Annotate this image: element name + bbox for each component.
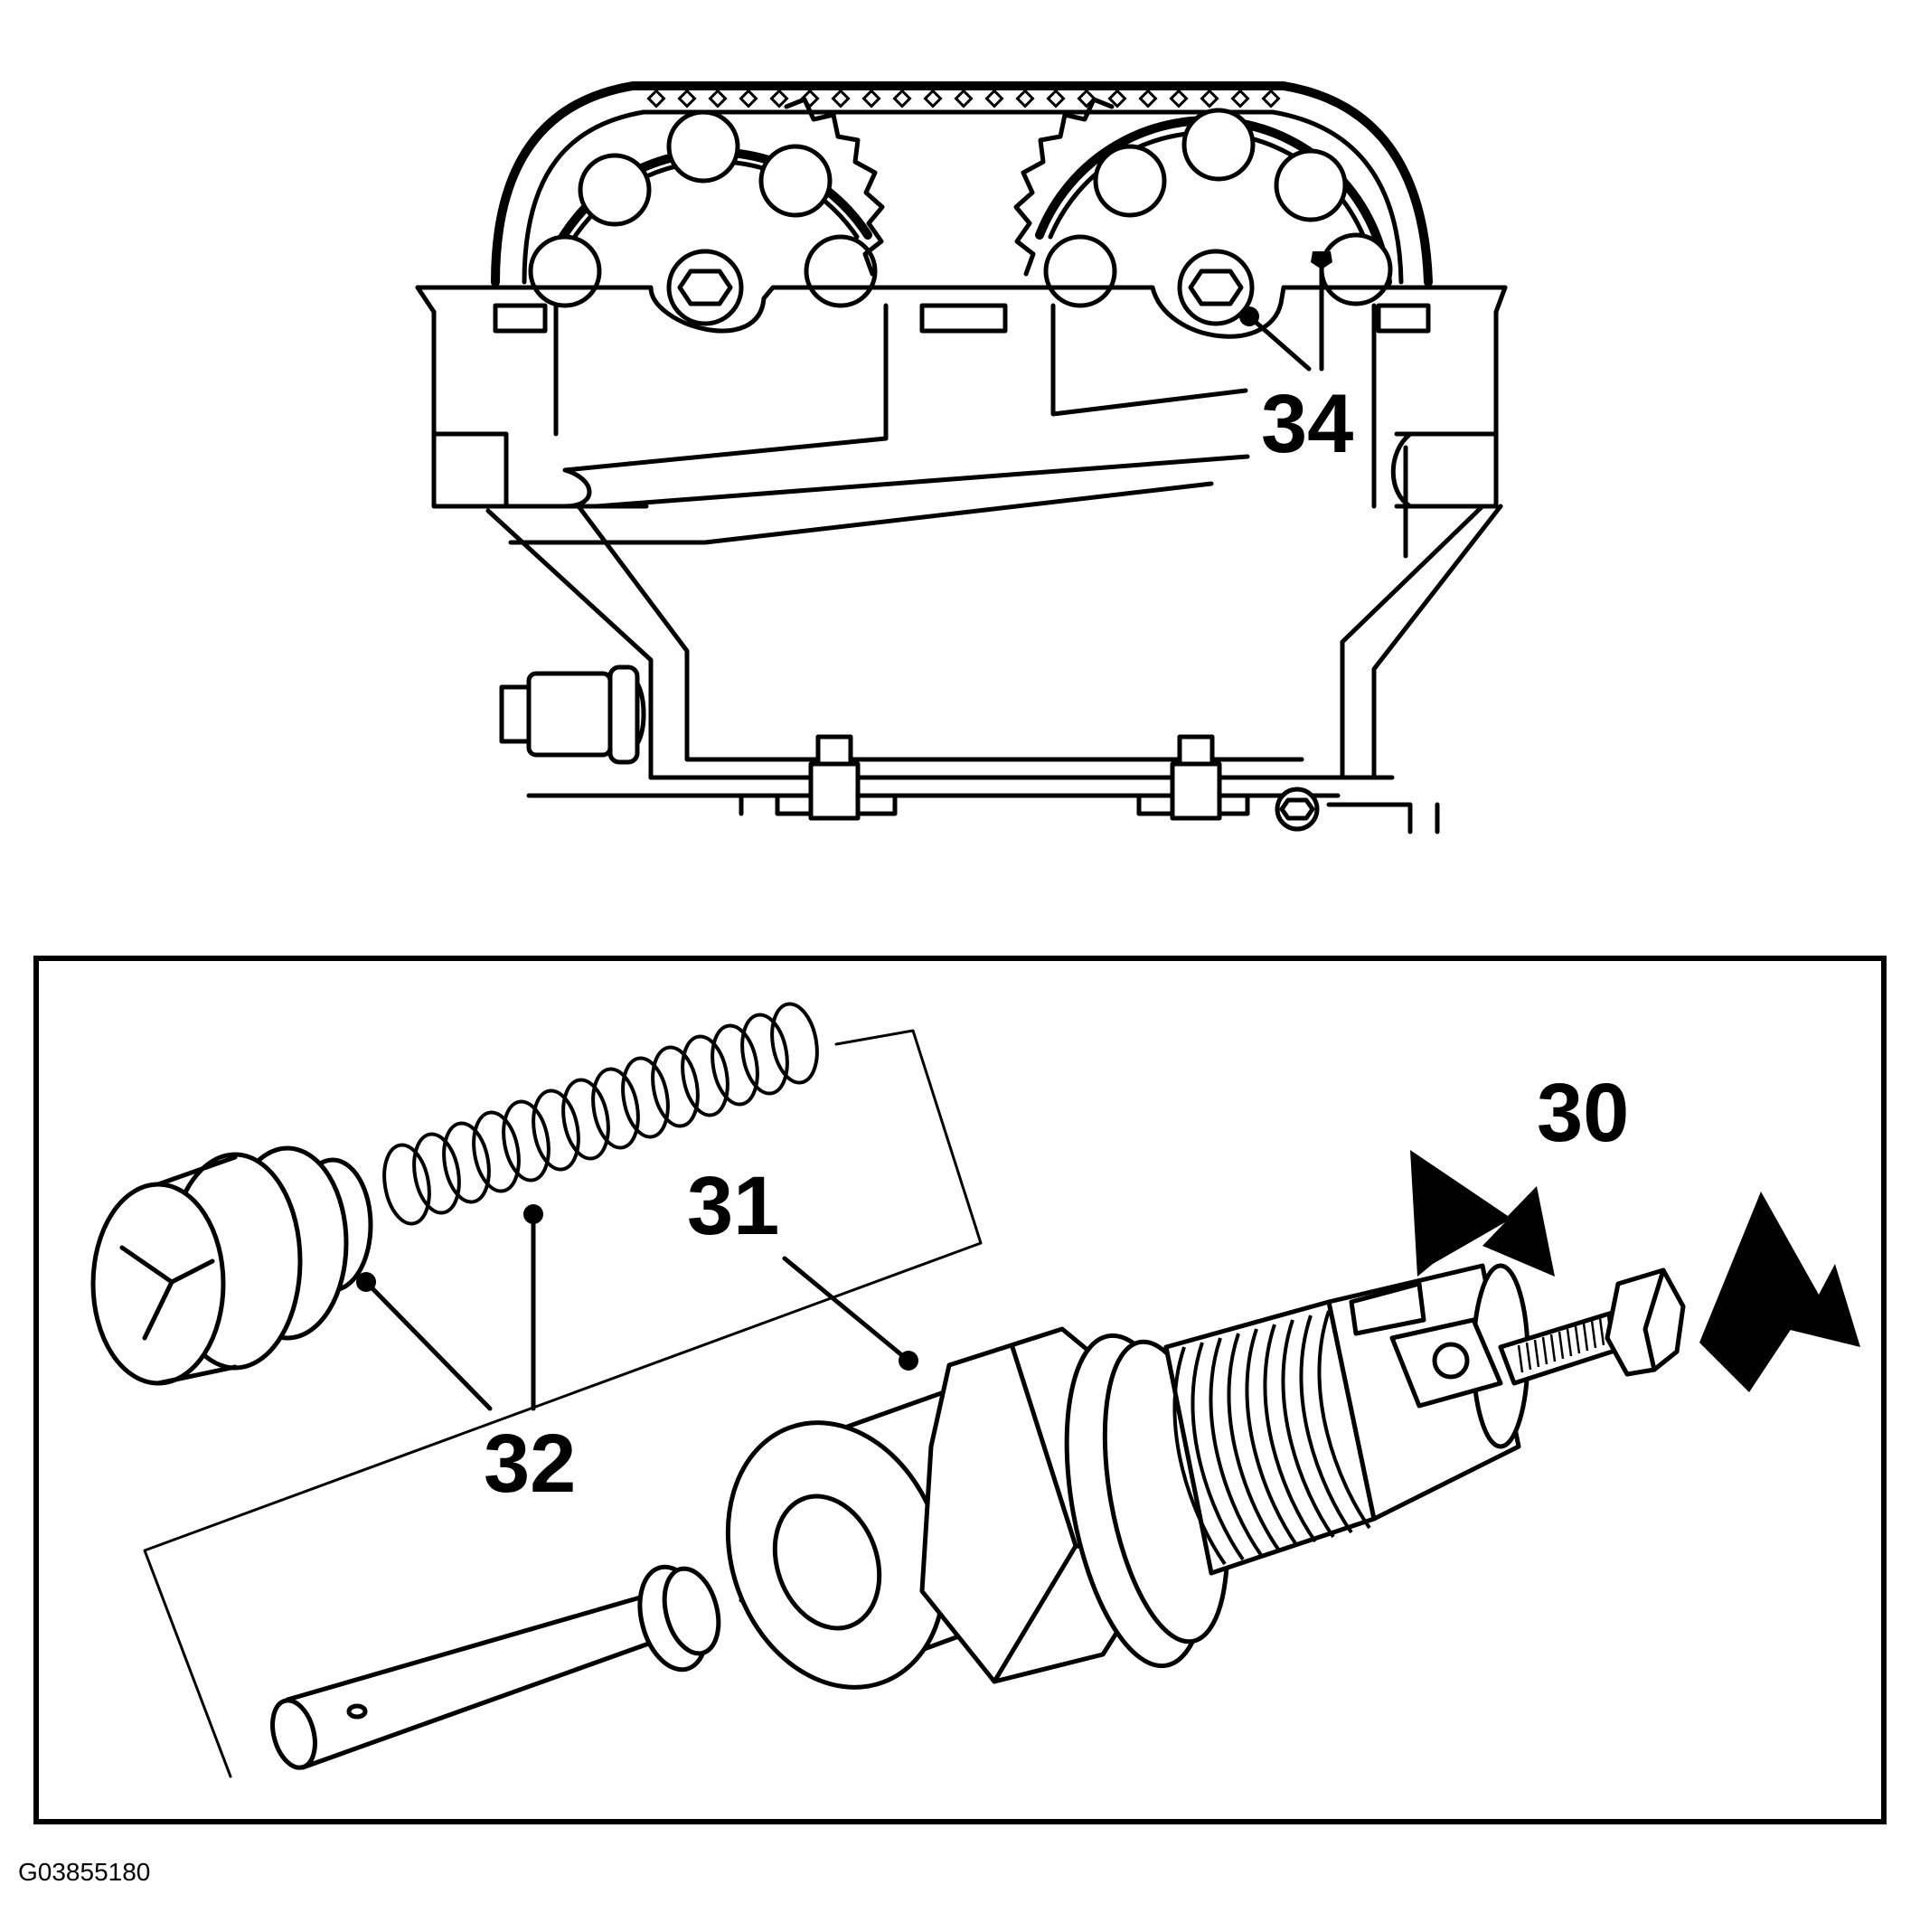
chain-link	[1230, 89, 1250, 108]
tensioner-plug	[90, 1145, 373, 1386]
chain-link	[861, 89, 881, 108]
chain-link	[831, 89, 851, 108]
chain-link	[677, 89, 697, 108]
thread-ring	[1281, 1319, 1335, 1539]
screw-thread	[1574, 1325, 1581, 1354]
chain-link	[1138, 89, 1158, 108]
spring-coil	[412, 1132, 461, 1215]
chain-link	[984, 89, 1004, 108]
screw-thread	[1598, 1317, 1605, 1346]
screw-thread	[1582, 1323, 1589, 1352]
spring-coil	[472, 1110, 521, 1193]
spring-coil	[382, 1143, 431, 1226]
chain-link	[708, 89, 728, 108]
spring-coil	[561, 1078, 610, 1161]
chain-link	[954, 89, 974, 108]
spring-coil	[770, 1002, 819, 1085]
cylinder-head-casting	[415, 285, 1508, 834]
spring-coil	[651, 1045, 700, 1128]
thread-ring	[1172, 1346, 1227, 1566]
chain-link	[769, 89, 789, 108]
thread-ring	[1263, 1324, 1317, 1543]
chain-links	[646, 89, 1281, 108]
spring-coil	[740, 1013, 789, 1096]
chain-link	[892, 89, 912, 108]
cylinder-head-view: 34	[415, 81, 1508, 834]
chain-link	[923, 89, 943, 108]
chain-link	[739, 89, 758, 108]
thread-ring	[1209, 1337, 1263, 1557]
spring-coil	[711, 1023, 759, 1107]
callout-30: 30	[1537, 1067, 1629, 1159]
thread-ring	[1245, 1328, 1299, 1548]
screw-thread	[1549, 1334, 1557, 1362]
screw-thread	[1533, 1339, 1540, 1368]
screw-thread	[1558, 1331, 1565, 1360]
thread-ring	[1227, 1333, 1281, 1552]
chain-link	[646, 89, 666, 108]
figure-id: G03855180	[18, 1858, 150, 1886]
screw-thread	[1517, 1344, 1524, 1373]
callout-34: 34	[1261, 378, 1353, 470]
spring-coil	[591, 1067, 640, 1150]
screw-thread	[1525, 1342, 1532, 1371]
chain-link	[1169, 89, 1189, 108]
callout-31-leaders	[782, 1256, 918, 1371]
right-camshaft-sprocket	[1013, 97, 1393, 326]
chain-link	[1046, 89, 1066, 108]
tensioner-inset-frame	[33, 956, 1887, 1824]
thread-ring	[1317, 1310, 1371, 1530]
callout-31: 31	[687, 1160, 779, 1252]
left-camshaft-sprocket	[528, 97, 885, 326]
tensioner-spring	[382, 1002, 819, 1226]
tensioner-threads	[1172, 1310, 1371, 1566]
spring-coil	[621, 1056, 670, 1139]
callout-34-leaders	[1239, 251, 1332, 372]
tensioner-body	[725, 1263, 1686, 1690]
chain-link	[1261, 89, 1281, 108]
chain-link	[1015, 89, 1035, 108]
thread-ring	[1191, 1342, 1245, 1561]
spring-coil	[532, 1089, 580, 1172]
press-arrow-icon	[1410, 1150, 1860, 1392]
screw-thread	[1590, 1320, 1597, 1349]
timing-chain	[491, 81, 1433, 287]
callout-32: 32	[484, 1418, 576, 1510]
thread-ring	[1299, 1315, 1353, 1534]
chain-link	[1107, 89, 1127, 108]
callout-32-leaders	[356, 1204, 543, 1411]
spring-coil	[502, 1099, 551, 1183]
spring-coil	[681, 1034, 729, 1117]
spring-coil	[442, 1121, 491, 1204]
screw-thread	[1541, 1336, 1548, 1365]
screw-thread	[1566, 1328, 1573, 1357]
chain-link	[1200, 89, 1219, 108]
tensioner-exploded-view: 32	[90, 1002, 1860, 1778]
assembly-bracket	[143, 1029, 983, 1778]
tensioner-plunger-pin	[270, 1564, 830, 1770]
